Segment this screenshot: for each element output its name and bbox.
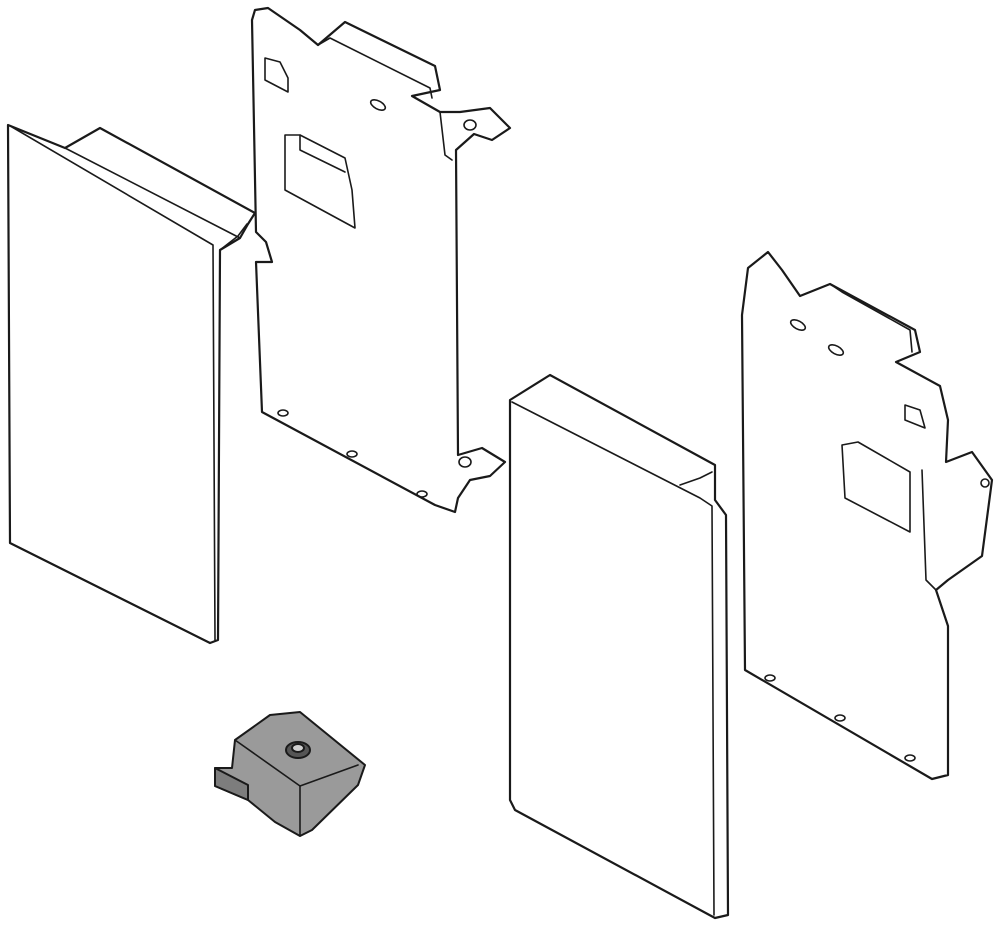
fixing-clip bbox=[214, 711, 366, 837]
right-cover-panel bbox=[508, 373, 730, 920]
left-mounting-bracket bbox=[250, 6, 512, 514]
left-cover-panel bbox=[6, 123, 257, 645]
right-mounting-bracket bbox=[740, 250, 994, 781]
